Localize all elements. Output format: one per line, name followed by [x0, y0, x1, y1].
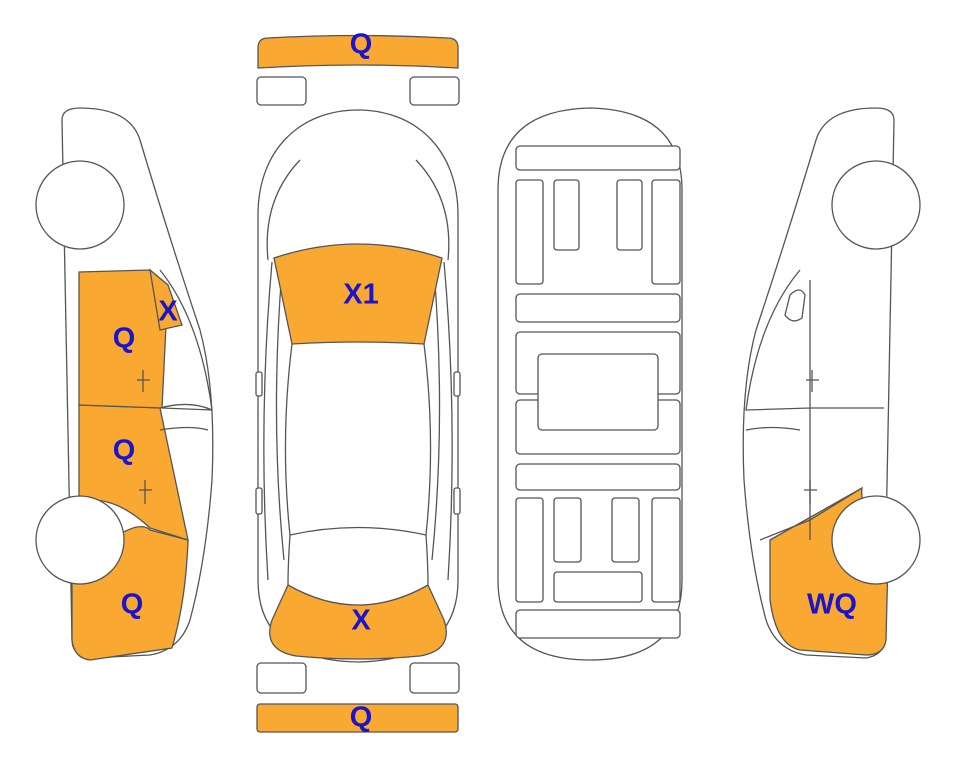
car-right-side-icon: WQ [742, 107, 921, 659]
windshield-code: X1 [343, 279, 378, 311]
rear-light-left [256, 662, 307, 694]
right-rear-wheel [831, 495, 921, 585]
rear-deck-line [287, 534, 291, 586]
underbody-panel [553, 571, 643, 603]
top-hood-line-2 [415, 159, 450, 261]
right-door-lines [759, 407, 884, 541]
underbody-panel [515, 497, 544, 603]
right-rear-quarter-code: WQ [807, 589, 857, 621]
left-front-wheel [35, 160, 125, 250]
rear-light-right [409, 662, 460, 694]
roof-outline [284, 343, 432, 536]
rear-window[interactable] [269, 584, 447, 660]
rear-bumper[interactable] [256, 703, 459, 733]
underbody-panel [651, 179, 681, 285]
left-rear-wheel [35, 495, 125, 585]
left-rear-quarter-code: Q [121, 589, 144, 621]
underbody-panel [515, 463, 681, 491]
left-front-door-handle [137, 370, 150, 392]
left-front-door-window[interactable] [149, 268, 183, 331]
right-rear-door-handle [804, 480, 817, 504]
underbody-panel [515, 179, 544, 285]
right-mirror [784, 289, 806, 322]
underbody-panel [553, 497, 582, 563]
rear-window-code: X [351, 605, 371, 637]
right-front-door-handle [806, 370, 819, 392]
left-front-door[interactable] [78, 269, 169, 409]
left-front-door-window-code: X [158, 296, 178, 328]
top-side-left [263, 261, 273, 581]
underbody-center-panel [537, 353, 659, 431]
underbody-panel [616, 179, 643, 251]
car-left-side-icon: X Q Q Q [35, 107, 214, 661]
rear-deck-line-2 [425, 534, 429, 586]
underbody-panel [651, 497, 681, 603]
underbody-panel [515, 609, 681, 639]
left-window-lines [159, 269, 213, 431]
top-side-left-inner [275, 269, 285, 561]
rear-bumper-group: Q [256, 662, 460, 734]
underbody-panel [515, 145, 681, 171]
rear-bumper-code: Q [350, 702, 373, 734]
top-side-right [443, 261, 453, 581]
underbody-panel [515, 293, 681, 323]
front-bumper[interactable] [257, 34, 459, 69]
right-front-wheel [831, 160, 921, 250]
front-light-left [256, 76, 307, 106]
top-mirror-left [255, 371, 263, 397]
left-rear-door-handle [139, 480, 152, 504]
left-front-door-code: Q [113, 323, 136, 355]
top-hood-line [266, 159, 301, 261]
top-side-right-inner [431, 269, 441, 561]
underbody-panel [553, 179, 580, 251]
top-body-outline [257, 109, 459, 663]
underbody-panel [611, 497, 640, 563]
front-light-right [409, 76, 460, 106]
top-mirror-right [453, 371, 461, 397]
car-underbody-icon [497, 107, 683, 661]
windshield[interactable] [273, 243, 443, 345]
car-top-view-icon: X1 X [255, 109, 461, 663]
front-bumper-code: Q [350, 29, 373, 61]
top-handle-left [255, 487, 263, 515]
left-rear-door-code: Q [113, 435, 136, 467]
top-handle-right [453, 487, 461, 515]
front-bumper-group: Q [256, 29, 460, 106]
